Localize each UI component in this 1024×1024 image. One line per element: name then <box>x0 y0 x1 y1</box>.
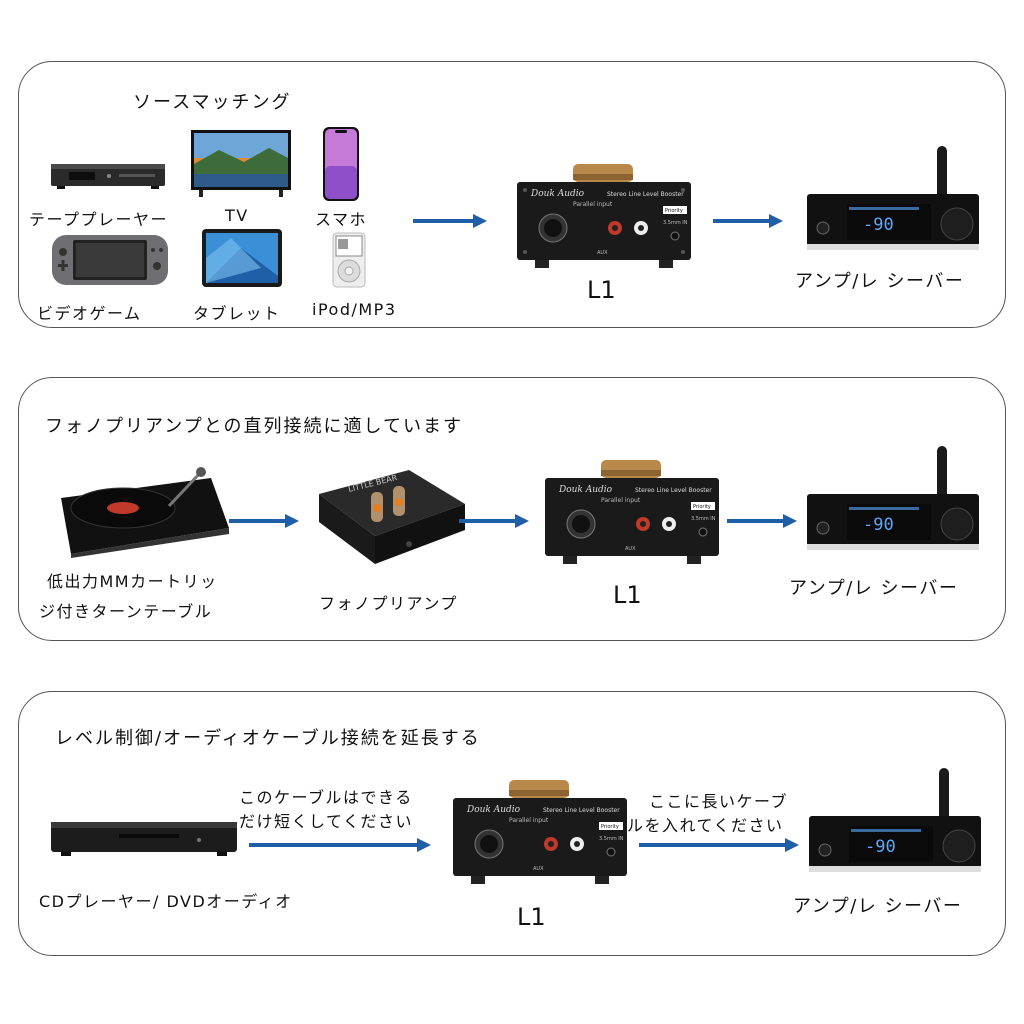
booster-parallel: Parallel input <box>509 817 549 824</box>
l1-booster-device: Douk Audio Stereo Line Level Booster Par… <box>515 162 693 272</box>
booster-title: Stereo Line Level Booster <box>543 807 620 814</box>
booster-priority: Priority <box>601 824 619 830</box>
preamp-label: フォノプリアンプ <box>319 594 458 613</box>
amplifier-label: アンプ/レ シーバー <box>793 896 963 917</box>
signal-arrow <box>249 838 431 852</box>
amplifier-label: アンプ/レ シーバー <box>795 271 965 292</box>
amp-display: -90 <box>863 215 894 235</box>
source-label: タブレット <box>193 304 281 323</box>
tv-icon <box>189 128 293 198</box>
amp-display: -90 <box>865 837 896 857</box>
ipod-icon <box>332 232 366 288</box>
note-long-line2: ルを入れてください <box>627 816 784 835</box>
amp-display: -90 <box>863 515 894 535</box>
booster-parallel: Parallel input <box>601 497 641 504</box>
source-label: スマホ <box>315 210 368 229</box>
turntable-label-2: ジ付きターンテーブル <box>39 602 213 621</box>
note-short-line1: このケーブルはできる <box>239 788 413 807</box>
booster-aux: AUX <box>533 866 544 872</box>
booster-jack: 3.5mm IN <box>691 516 716 522</box>
booster-aux: AUX <box>625 546 636 552</box>
booster-priority: Priority <box>693 504 711 510</box>
signal-arrow <box>459 514 529 528</box>
signal-arrow <box>229 514 299 528</box>
turntable-icon <box>51 458 231 558</box>
booster-parallel: Parallel input <box>573 201 613 208</box>
booster-brand: Douk Audio <box>466 805 521 815</box>
phono-preamp-icon: LITTLE BEAR <box>309 464 469 574</box>
signal-arrow <box>413 214 487 228</box>
turntable-label-1: 低出力MMカートリッ <box>47 572 218 591</box>
amplifier-device: -90 <box>805 766 985 876</box>
booster-label: L1 <box>517 903 546 931</box>
panel-cable-extension: レベル制御/オーディオケーブル接続を延長する CDプレーヤー/ DVDオーディオ… <box>18 691 1006 956</box>
booster-label: L1 <box>613 581 642 609</box>
panel-source-matching: ソースマッチング テーププレーヤー TV <box>18 61 1006 328</box>
amplifier-device: -90 <box>803 444 983 554</box>
player-label: CDプレーヤー/ DVDオーディオ <box>39 892 293 911</box>
panel-phono-preamp: フォノプリアンプとの直列接続に適しています 低出力MMカートリッ ジ付きターンテ… <box>18 377 1006 641</box>
booster-title: Stereo Line Level Booster <box>635 487 712 494</box>
booster-priority: Priority <box>665 208 683 214</box>
source-label: iPod/MP3 <box>312 300 397 319</box>
l1-booster-device: Douk Audio Stereo Line Level Booster Par… <box>451 778 629 888</box>
booster-jack: 3.5mm IN <box>663 220 688 226</box>
source-label: ビデオゲーム <box>37 304 142 323</box>
signal-arrow <box>639 838 799 852</box>
amplifier-label: アンプ/レ シーバー <box>789 578 959 599</box>
panel-title: ソースマッチング <box>133 92 292 113</box>
note-long-line1: ここに長いケーブ <box>649 792 789 811</box>
source-label: テーププレーヤー <box>29 210 169 229</box>
booster-title: Stereo Line Level Booster <box>607 191 684 198</box>
smartphone-icon <box>322 126 360 202</box>
panel-title: フォノプリアンプとの直列接続に適しています <box>45 416 464 437</box>
booster-brand: Douk Audio <box>558 485 613 495</box>
booster-brand: Douk Audio <box>530 189 585 199</box>
booster-jack: 3.5mm IN <box>599 836 624 842</box>
set-top-box-icon <box>49 158 167 192</box>
source-label: TV <box>225 206 249 225</box>
panel-title: レベル制御/オーディオケーブル接続を延長する <box>55 728 481 749</box>
tablet-icon <box>201 228 283 288</box>
dvd-player-icon <box>49 818 239 858</box>
signal-arrow <box>713 214 783 228</box>
booster-label: L1 <box>587 276 616 304</box>
amplifier-device: -90 <box>803 144 983 254</box>
booster-aux: AUX <box>597 250 608 256</box>
l1-booster-device: Douk Audio Stereo Line Level Booster Par… <box>543 458 721 568</box>
signal-arrow <box>727 514 797 528</box>
note-short-line2: だけ短くしてください <box>239 812 414 831</box>
game-console-icon <box>51 234 169 286</box>
